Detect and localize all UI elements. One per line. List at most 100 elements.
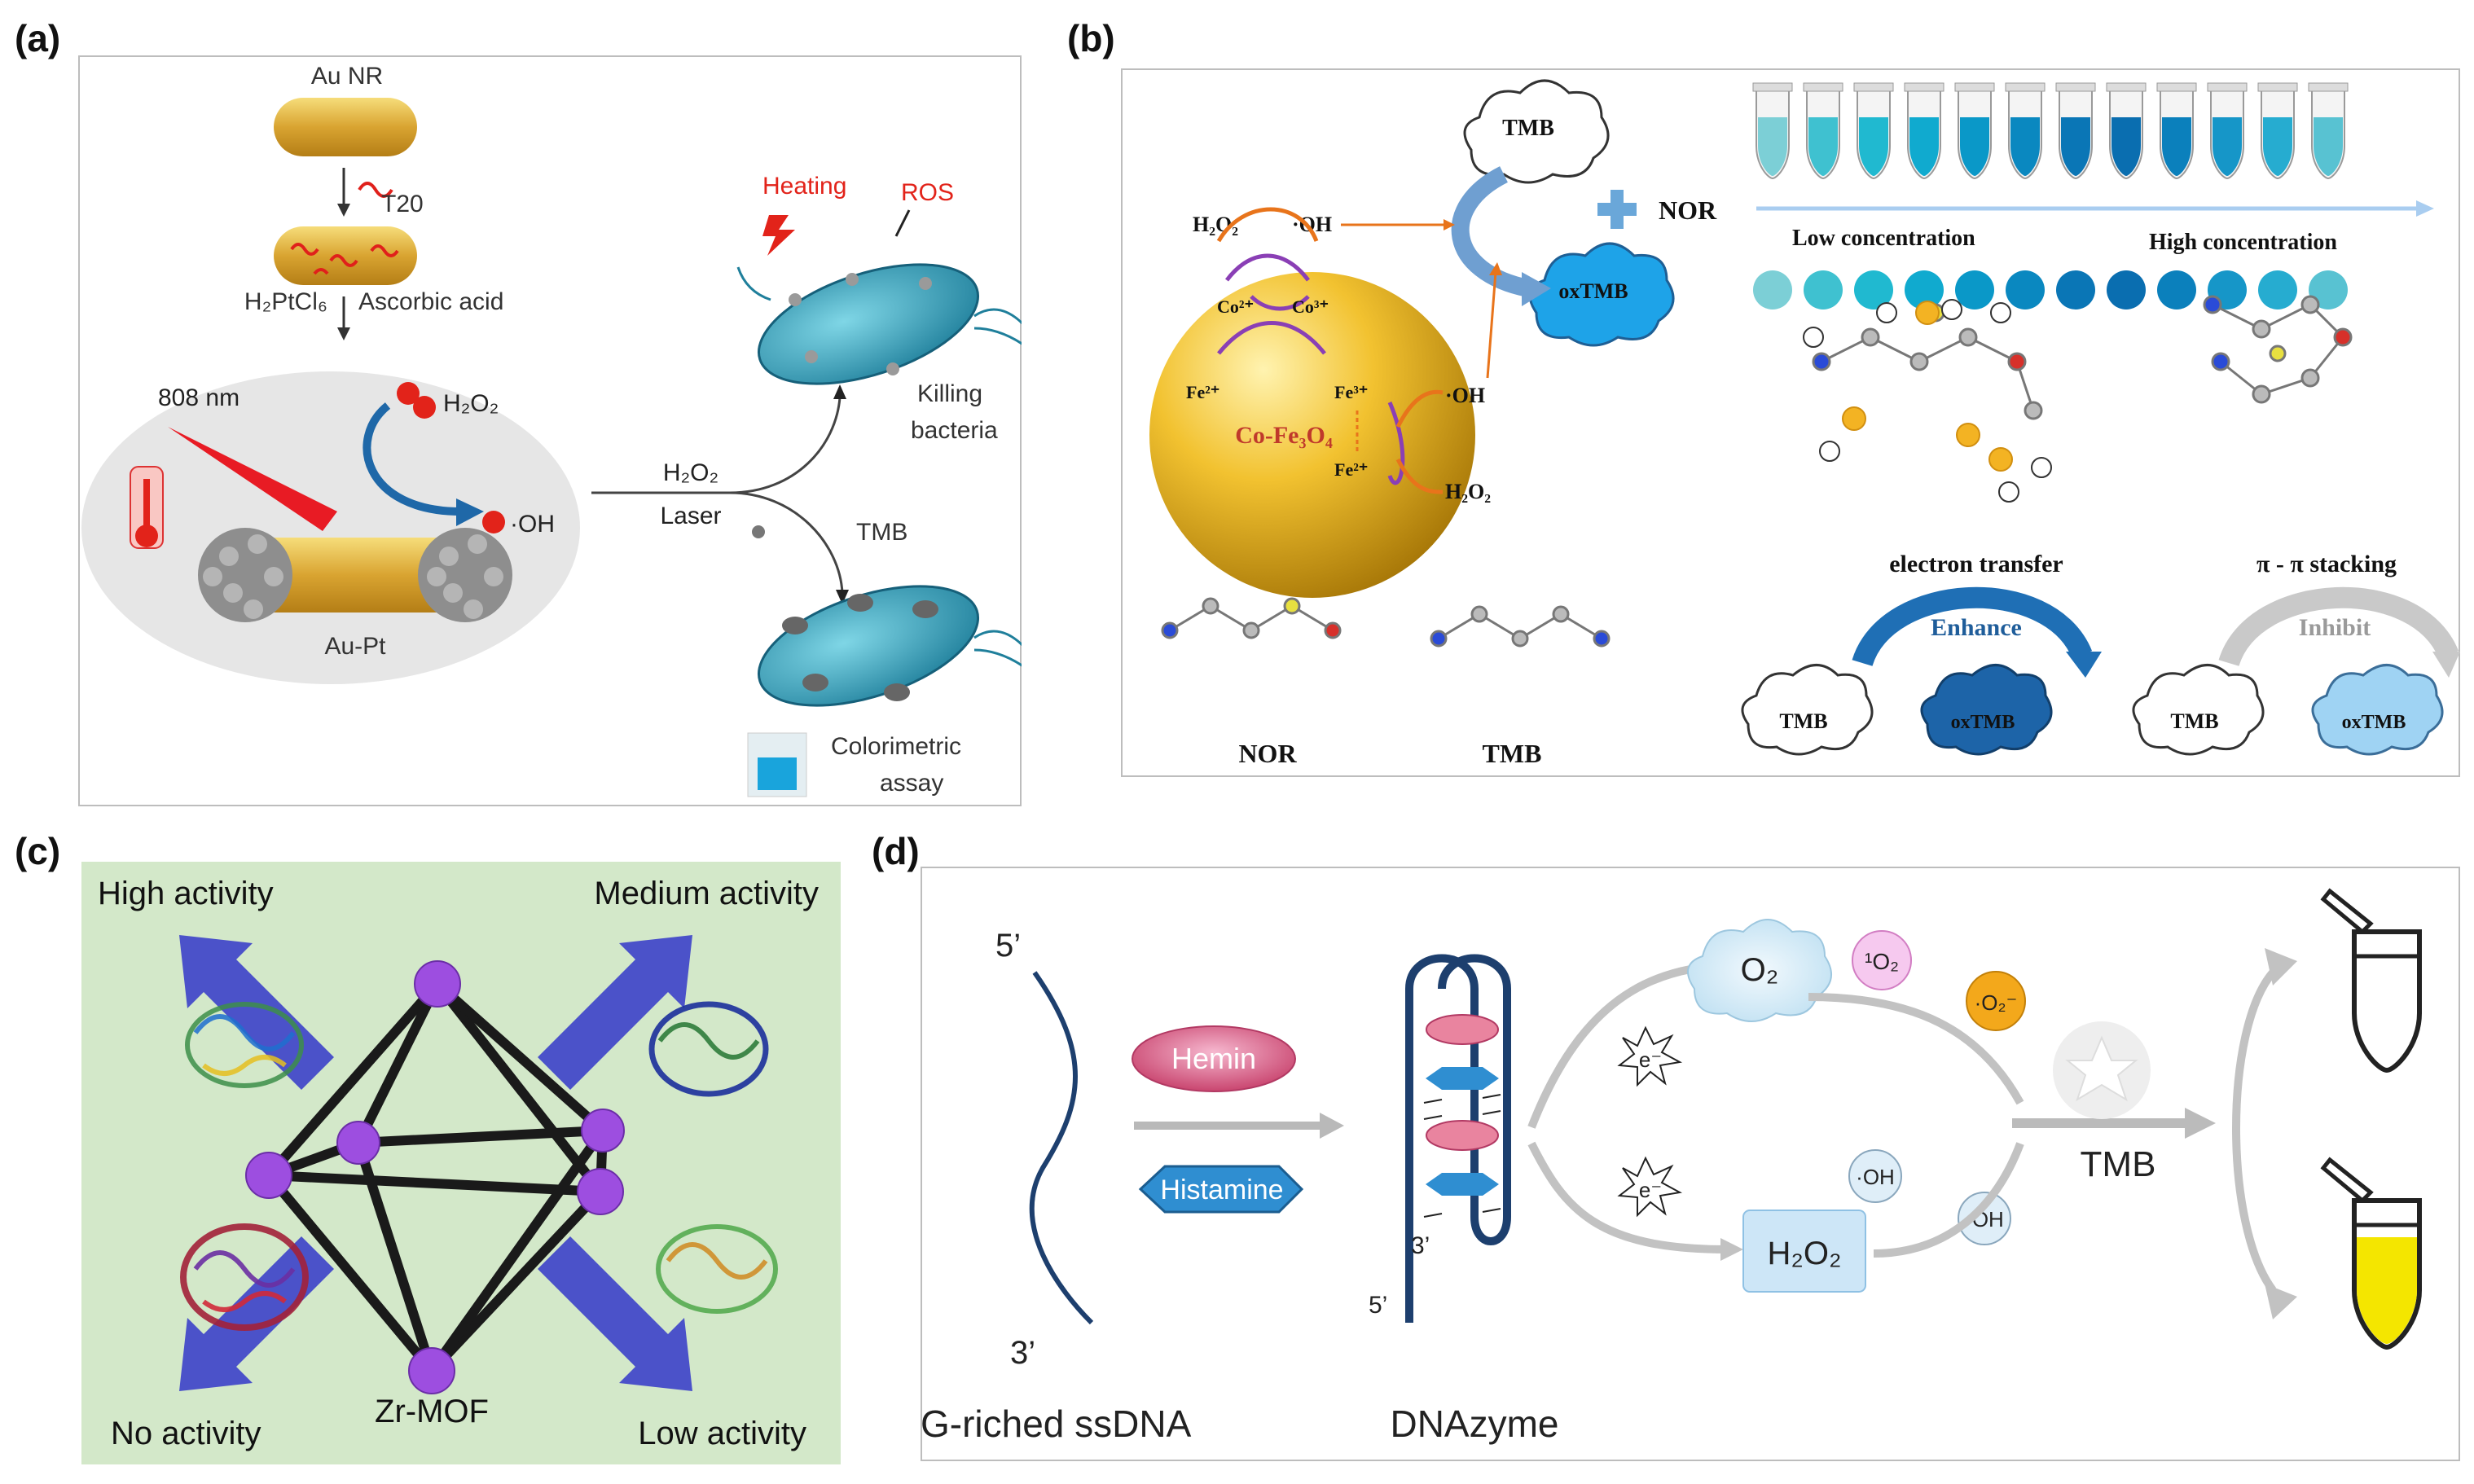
test-tube	[2055, 82, 2096, 180]
medium-activity-label: Medium activity	[594, 876, 819, 911]
panel-d-frame	[921, 867, 2460, 1461]
tmb-r-label: TMB	[2170, 709, 2218, 733]
colorimetric-label-1: Colorimetric	[831, 733, 961, 760]
color-dot	[2107, 270, 2146, 310]
fe2b-label: Fe²⁺	[1334, 459, 1368, 480]
panel-c-diagram: High activity Medium activity No activit…	[81, 862, 841, 1464]
tmb-cloud-top	[1463, 79, 1610, 184]
au-pt-rod	[241, 538, 469, 612]
tube-yellow	[2320, 1157, 2422, 1350]
test-tube	[1904, 82, 1944, 180]
fe2-label: Fe²⁺	[1186, 382, 1219, 402]
ion-spheres	[1842, 301, 2013, 472]
superoxide-badge	[1966, 971, 2026, 1031]
tmb-molecule	[1430, 605, 1611, 648]
electron-transfer-label: electron transfer	[1889, 551, 2063, 577]
conversion-arc	[1451, 166, 1531, 297]
ssdna-strand	[1029, 971, 1094, 1325]
arrow-laser-label: Laser	[660, 503, 721, 529]
test-tube	[2005, 82, 2046, 180]
cofe-label: Co-Fe₃O₄	[1235, 422, 1333, 449]
oxtmb-l-label: oxTMB	[1951, 712, 2015, 733]
test-tube	[2257, 82, 2298, 180]
killing-label-1: Killing	[917, 380, 982, 407]
b-oxtmb-cloud-label: oxTMB	[1558, 279, 1628, 303]
electron-bottom: e⁻	[1639, 1178, 1662, 1202]
low-activity-label: Low activity	[638, 1416, 806, 1451]
color-dot	[2157, 270, 2196, 310]
tmb-l-label: TMB	[1779, 709, 1827, 733]
panel-a-frame	[78, 55, 1022, 806]
charge-markers	[1803, 299, 2052, 503]
oxtmb-cloud-br	[2311, 664, 2444, 756]
t20-coated-rod	[274, 226, 417, 285]
panel-a-diagram: Au NR T20 H₂PtCl₆ Ascorbic acid 808 nm H…	[81, 63, 1022, 797]
histamine-badge	[1138, 1165, 1304, 1214]
singlet-label: ¹O₂	[1865, 949, 1899, 974]
b-oh-right: ·OH	[1445, 384, 1485, 407]
test-tube	[2106, 82, 2147, 180]
co2-label: Co²⁺	[1217, 296, 1254, 317]
oh-label-1: ·OH	[1856, 1165, 1895, 1189]
color-dot	[1854, 270, 1893, 310]
oh-radical	[482, 511, 505, 533]
protein-medium	[648, 1001, 769, 1097]
panel-b-frame	[1121, 68, 2460, 777]
tmb-label: TMB	[1483, 739, 1542, 768]
h2ptcl6-label: H₂PtCl₆	[244, 288, 327, 315]
no-activity-label: No activity	[111, 1416, 261, 1451]
protein-high	[185, 1002, 304, 1088]
au-nr-label: Au NR	[311, 63, 383, 90]
zr-nodes	[245, 960, 625, 1394]
five-prime-dz: 5’	[1369, 1292, 1387, 1319]
hemin-badge	[1132, 1025, 1296, 1092]
bacterium-bottom	[757, 585, 980, 707]
color-dot	[2056, 270, 2095, 310]
three-prime-dz: 3’	[1411, 1232, 1430, 1259]
ssdna-label: G-riched ssDNA	[921, 1403, 1192, 1445]
test-tube	[1752, 82, 1793, 180]
killing-label-2: bacteria	[911, 417, 998, 444]
t20-strand	[358, 182, 393, 198]
electron-star-top	[1617, 1025, 1683, 1087]
heating-label: Heating	[762, 173, 846, 200]
test-tube-row	[1752, 82, 2349, 180]
panel-b-diagram: TMB oxTMB H₂O₂ ·OH Co²⁺ Co³⁺ Fe²⁺ Fe³⁺ F…	[1149, 79, 2460, 768]
protein-low	[656, 1224, 778, 1314]
o2-label: O₂	[1741, 952, 1779, 988]
laser-beam	[168, 427, 337, 531]
color-dot	[1955, 270, 1994, 310]
co-fe3o4-sphere	[1149, 272, 1475, 598]
nor-label: NOR	[1238, 739, 1297, 768]
color-dot	[1804, 270, 1843, 310]
high-conc-label: High concentration	[2149, 230, 2337, 255]
t20-label: T20	[381, 191, 424, 217]
h2o2-box	[1742, 1210, 1866, 1293]
tmb-flower-icon	[2065, 1035, 2138, 1102]
oxtmb-cloud-bl	[1920, 664, 2053, 756]
pi-stacking-label: π - π stacking	[2256, 551, 2397, 577]
color-dot	[2258, 270, 2297, 310]
fe3-label: Fe³⁺	[1334, 382, 1368, 402]
enhance-arc	[1852, 586, 2093, 667]
panel-d-letter: (d)	[872, 830, 920, 872]
inhibit-arc	[2218, 586, 2459, 667]
electron-star-bottom	[1617, 1156, 1683, 1218]
panel-c-letter: (c)	[15, 830, 61, 872]
hemin-label: Hemin	[1171, 1042, 1256, 1075]
tmb-stack-molecule	[2203, 295, 2353, 404]
colorimetric-label-2: assay	[880, 770, 943, 797]
test-tube	[2156, 82, 2197, 180]
branch-line	[591, 397, 842, 494]
d-h2o2-label: H₂O₂	[1767, 1236, 1841, 1271]
b-h2o2-right: H₂O₂	[1445, 480, 1491, 503]
five-prime-top: 5’	[995, 928, 1021, 964]
test-tube	[2207, 82, 2248, 180]
activity-arrows	[179, 935, 692, 1391]
tmb-cloud-br	[2132, 664, 2265, 756]
color-dot	[1905, 270, 1944, 310]
color-dot	[2309, 270, 2348, 310]
electron-top: e⁻	[1639, 1047, 1662, 1072]
arrow-h2o2-label: H₂O₂	[663, 459, 718, 486]
lightning-icon	[762, 215, 795, 256]
